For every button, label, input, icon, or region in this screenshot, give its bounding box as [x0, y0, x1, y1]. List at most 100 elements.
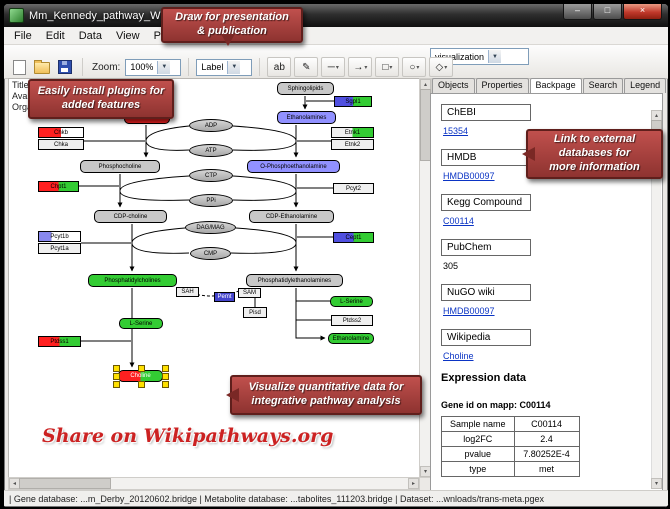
toolbar: visualization ▼ Zoom: 100% ▼ Label ▼ [4, 45, 668, 79]
pathway-node-phosphatidylethanolamines[interactable]: Phosphatidylethanolamines [246, 274, 343, 287]
open-file-button[interactable] [32, 58, 52, 77]
table-cell: Sample name [441, 416, 515, 432]
open-folder-icon [34, 60, 50, 74]
rectangle-tool-button[interactable]: □▾ [375, 57, 400, 77]
pathway-node-cept1[interactable]: Cept1 [333, 232, 374, 243]
pathway-node-cdp-choline[interactable]: CDP-choline [94, 210, 167, 223]
selection-handle[interactable] [162, 373, 169, 380]
selection-handle[interactable] [137, 365, 145, 372]
pathway-node-etnk2[interactable]: Etnk2 [331, 139, 374, 150]
pathway-node-sah[interactable]: SAH [176, 287, 199, 297]
text-tool-button[interactable]: ab [267, 57, 292, 77]
oval-tool-button[interactable]: ○▾ [402, 57, 427, 77]
scroll-right-icon[interactable]: ▸ [408, 478, 419, 489]
new-file-icon [12, 59, 26, 75]
pathway-node-etnk1[interactable]: Etnk1 [331, 127, 374, 138]
pathway-node-sphingolipids[interactable]: Sphingolipids [277, 82, 334, 95]
selection-handle[interactable] [162, 365, 169, 372]
line-tool-button[interactable]: ─▾ [321, 57, 346, 77]
tab-objects[interactable]: Objects [432, 78, 475, 93]
pathway-node-pcyt2[interactable]: Pcyt2 [333, 183, 374, 194]
selection-handle[interactable] [113, 373, 120, 380]
tab-legend[interactable]: Legend [624, 78, 667, 93]
pathway-node-phosphocholine[interactable]: Phosphocholine [80, 160, 160, 173]
callout-external-databases: Link to external databases for more info… [522, 129, 663, 179]
maximize-button[interactable]: □ [593, 4, 622, 20]
pathway-node-pemt[interactable]: Pemt [214, 292, 235, 302]
scroll-down-icon[interactable]: ▾ [651, 478, 662, 489]
selection-handle[interactable] [162, 381, 169, 388]
pathway-node-pcyt1a[interactable]: Pcyt1a [38, 243, 81, 254]
tool-buttons: ab✎─▾→▾□▾○▾◇▾ [267, 57, 454, 77]
pathway-node-pisd[interactable]: Pisd [243, 307, 267, 318]
menu-file[interactable]: File [14, 29, 32, 42]
menu-data[interactable]: Data [78, 29, 102, 42]
canvas-horizontal-scrollbar[interactable]: ◂ ▸ [8, 477, 420, 490]
pathway-node-pcyt1b[interactable]: Pcyt1b [38, 231, 81, 242]
pathway-node-ppi[interactable]: PPi [189, 194, 233, 207]
zoom-select[interactable]: 100% ▼ [125, 58, 182, 76]
menu-edit[interactable]: Edit [45, 29, 65, 42]
pathway-node-phosphatidylcholines[interactable]: Phosphatidylcholines [88, 274, 177, 287]
database-id-link[interactable]: Choline [443, 351, 474, 361]
chevron-down-icon: ▼ [488, 50, 502, 63]
pathway-node-ptdss1[interactable]: Ptdss1 [38, 336, 81, 347]
pathway-node-l-serine[interactable]: L-Serine [330, 296, 373, 307]
shape-tool-button[interactable]: ◇▾ [429, 57, 454, 77]
pathway-node-cdp-ethanolamine[interactable]: CDP-Ethanolamine [249, 210, 334, 223]
pathway-node-adp[interactable]: ADP [189, 119, 233, 132]
tab-properties[interactable]: Properties [475, 78, 529, 93]
database-name-box: Kegg Compound [441, 194, 531, 211]
arrow-tool-button[interactable]: →▾ [348, 57, 373, 77]
pathway-node-ethanolamines[interactable]: Ethanolamines [277, 111, 336, 124]
zoom-label: Zoom: [92, 61, 121, 73]
zoom-value: 100% [130, 62, 154, 72]
tool-row: Zoom: 100% ▼ Label ▼ ab✎─▾→▾□▾○▾◇▾ [9, 57, 454, 77]
visualization-select-value: visualization [435, 51, 485, 62]
menu-view[interactable]: View [115, 29, 140, 42]
window-controls: – □ × [562, 4, 662, 20]
pathway-node-ctp[interactable]: CTP [189, 169, 233, 182]
database-id-link[interactable]: C00114 [443, 216, 474, 226]
status-bar: | Gene database: ...m_Derby_20120602.bri… [4, 490, 668, 506]
table-cell: type [441, 461, 515, 477]
tab-search[interactable]: Search [582, 78, 624, 93]
database-id-link[interactable]: HMDB00097 [443, 171, 495, 181]
pathway-node-dag-mag[interactable]: DAG/MAG [185, 221, 236, 234]
pathway-node-atp[interactable]: ATP [189, 144, 233, 157]
new-file-button[interactable] [9, 58, 29, 77]
pathway-node-ethanolamine[interactable]: Ethanolamine [328, 333, 374, 344]
pathway-node-o-phosphoethanolamine[interactable]: O-Phosphoethanolamine [247, 160, 340, 173]
pencil-tool-button[interactable]: ✎ [294, 57, 319, 77]
selection-handle[interactable] [113, 381, 120, 388]
pathway-canvas[interactable]: Title: Availability: Organism: [8, 78, 420, 478]
close-button[interactable]: × [623, 4, 662, 20]
selection-handle[interactable] [113, 365, 120, 372]
minimize-button[interactable]: – [563, 4, 592, 20]
save-button[interactable] [55, 58, 75, 77]
pathway-node-cmp[interactable]: CMP [190, 247, 231, 260]
pathway-node-sam[interactable]: SAM [238, 288, 261, 298]
pathway-node-chka[interactable]: Chka [38, 139, 84, 150]
pathway-node-chpt1[interactable]: Chpt1 [38, 181, 79, 192]
datanode-type-select[interactable]: Label ▼ [196, 58, 253, 76]
toolbar-separator [259, 58, 261, 76]
selection-handle[interactable] [137, 381, 145, 388]
pathway-node-ptdss2[interactable]: Ptdss2 [331, 315, 373, 326]
pathway-node-sgpl1[interactable]: Sgpl1 [334, 96, 372, 107]
shape-tool-icon: ◇ [435, 61, 444, 73]
pathway-node-l-serine[interactable]: L-Serine [119, 318, 163, 329]
tab-backpage[interactable]: Backpage [529, 78, 582, 93]
database-id-link[interactable]: HMDB00097 [443, 306, 495, 316]
oval-tool-icon: ○ [409, 61, 416, 73]
visualization-select[interactable]: visualization ▼ [430, 48, 529, 65]
pathway-node-chkb[interactable]: Chkb [38, 127, 84, 138]
horizontal-scroll-thumb[interactable] [19, 478, 111, 489]
arrow-tool-icon: → [353, 61, 364, 73]
database-id-link[interactable]: 15354 [443, 126, 469, 136]
